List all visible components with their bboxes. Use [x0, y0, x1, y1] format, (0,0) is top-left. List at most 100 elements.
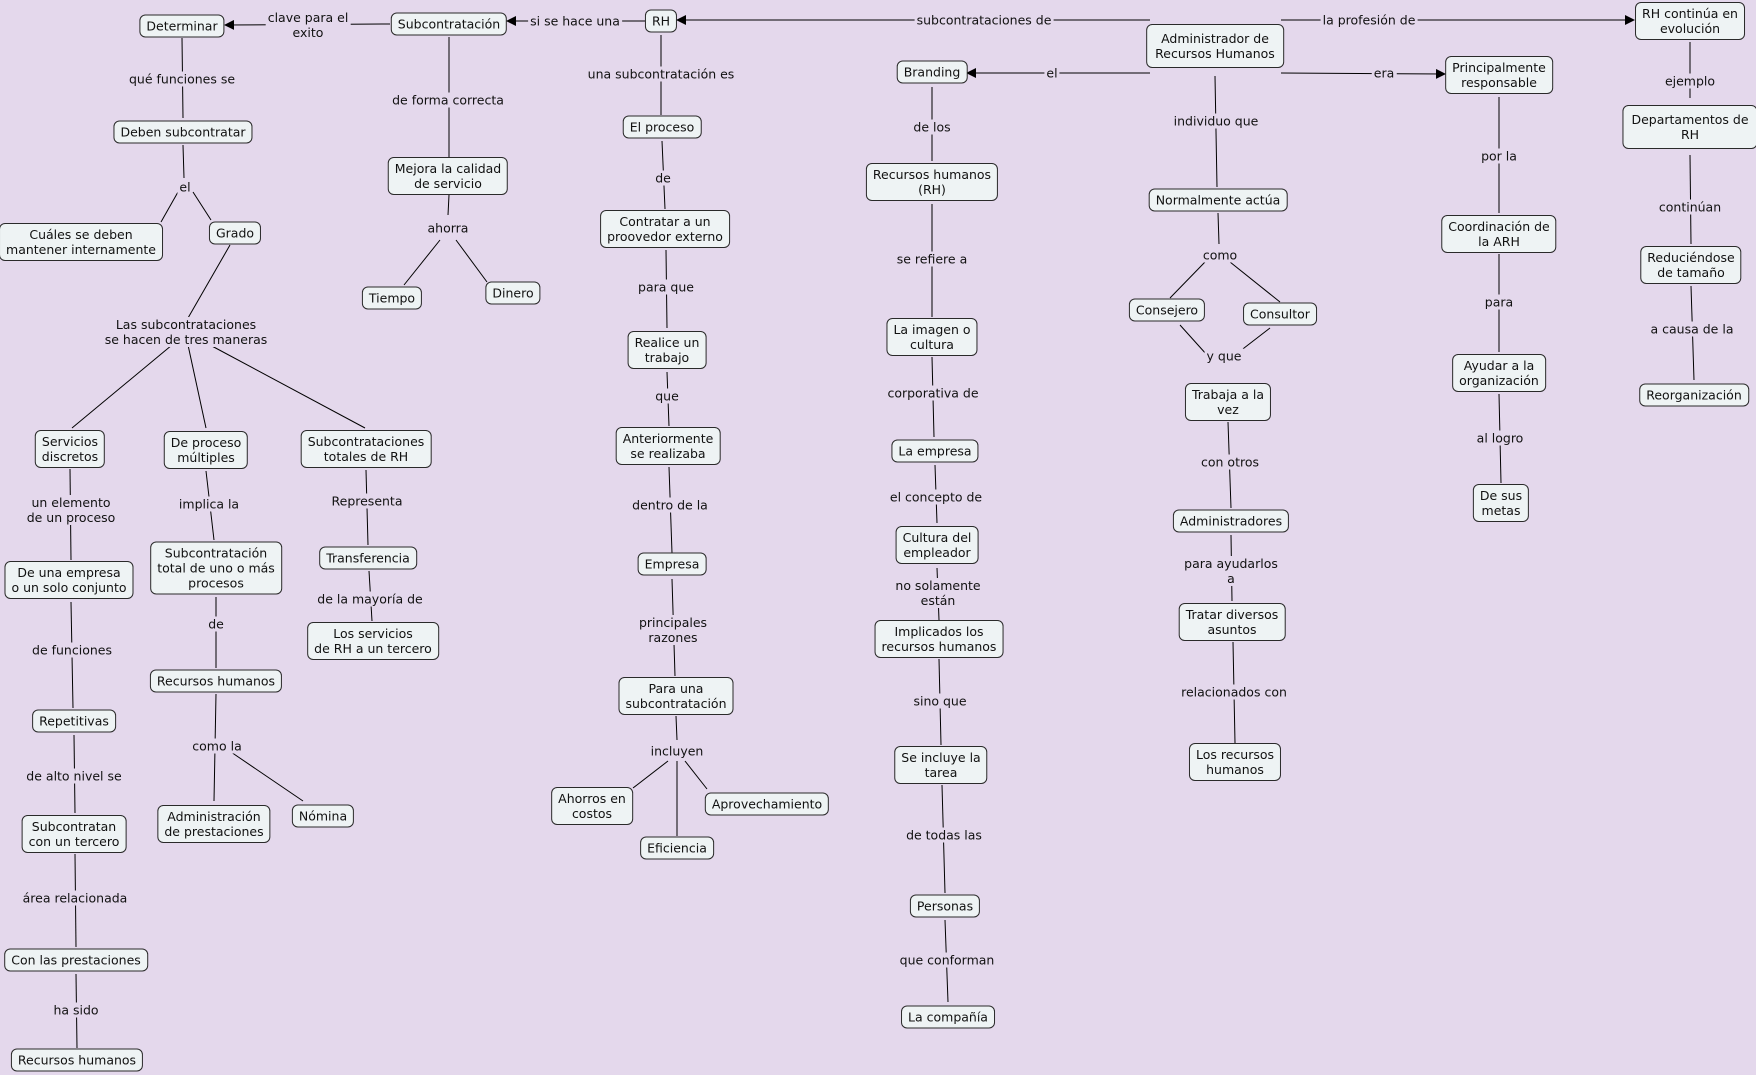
node-tiempo[interactable]: Tiempo — [361, 286, 423, 310]
label-dentro: dentro de la — [630, 497, 710, 513]
label-individuo: individuo que — [1171, 113, 1261, 129]
node-recursos-humanos-mid[interactable]: Recursos humanos — [149, 669, 283, 693]
node-empresa[interactable]: Empresa — [637, 552, 707, 576]
label-corporativa: corporativa de — [885, 385, 981, 401]
node-branding[interactable]: Branding — [896, 60, 968, 84]
node-dinero[interactable]: Dinero — [485, 281, 541, 305]
label-se-refiere: se refiere a — [894, 251, 970, 267]
node-eficiencia[interactable]: Eficiencia — [640, 836, 714, 860]
label-para-que: para que — [636, 279, 696, 295]
label-una-subc-es: una subcontratación es — [585, 66, 737, 82]
node-deben-subcontratar[interactable]: Deben subcontratar — [113, 120, 253, 144]
label-al-logro: al logro — [1474, 430, 1526, 446]
node-normalmente[interactable]: Normalmente actúa — [1148, 188, 1288, 212]
node-determinar[interactable]: Determinar — [139, 14, 225, 38]
label-que-funciones: qué funciones se — [126, 71, 238, 87]
label-y-que: y que — [1204, 348, 1244, 364]
label-el-branding: el — [1044, 65, 1060, 81]
label-de-los: de los — [911, 119, 953, 135]
label-de-funciones: de funciones — [30, 642, 114, 658]
label-para: para — [1482, 294, 1516, 310]
label-de-todas: de todas las — [904, 827, 984, 843]
label-relacionados: relacionados con — [1179, 684, 1289, 700]
label-incluyen: incluyen — [648, 743, 706, 759]
label-ha-sido: ha sido — [51, 1002, 101, 1018]
label-de-la-mayoria: de la mayoría de — [315, 591, 425, 607]
node-la-empresa[interactable]: La empresa — [891, 439, 979, 463]
label-como-1: como — [1200, 247, 1240, 263]
label-como-la: como la — [190, 738, 244, 754]
node-compania[interactable]: La compañía — [901, 1005, 995, 1029]
label-de-alto: de alto nivel se — [24, 768, 124, 784]
node-repetitivas[interactable]: Repetitivas — [32, 709, 116, 733]
label-subcontrataciones-de: subcontrataciones de — [914, 12, 1054, 28]
node-subcontratacion[interactable]: Subcontratación — [390, 12, 508, 36]
label-que-1: que — [653, 388, 681, 404]
label-era: era — [1371, 65, 1397, 81]
node-personas[interactable]: Personas — [909, 894, 981, 918]
node-grado[interactable]: Grado — [208, 221, 262, 245]
node-prestaciones[interactable]: Con las prestaciones — [4, 948, 148, 972]
label-area: área relacionada — [20, 890, 130, 906]
node-recursos-humanos-final[interactable]: Recursos humanos — [10, 1048, 144, 1072]
node-reorganizacion[interactable]: Reorganización — [1639, 383, 1749, 407]
label-representa: Representa — [329, 493, 405, 509]
node-el-proceso[interactable]: El proceso — [622, 115, 702, 139]
label-de-forma: de forma correcta — [390, 92, 506, 108]
label-ejemplo: ejemplo — [1662, 73, 1718, 89]
node-consultor[interactable]: Consultor — [1243, 302, 1317, 326]
node-consejero[interactable]: Consejero — [1128, 298, 1206, 322]
label-continuan: continúan — [1656, 199, 1724, 215]
node-rh[interactable]: RH — [644, 9, 678, 33]
node-transferencia[interactable]: Transferencia — [319, 546, 417, 570]
label-sino-que: sino que — [911, 693, 969, 709]
node-administradores[interactable]: Administradores — [1172, 509, 1290, 533]
node-aprovechamiento[interactable]: Aprovechamiento — [704, 792, 830, 816]
label-el-determinar: el — [177, 179, 193, 195]
label-implica: implica la — [176, 496, 242, 512]
label-a-causa: a causa de la — [1648, 321, 1736, 337]
label-la-profesion: la profesión de — [1320, 12, 1418, 28]
label-si-se-hace: si se hace una — [528, 13, 622, 29]
node-nomina[interactable]: Nómina — [291, 804, 355, 828]
label-de-2: de — [206, 616, 226, 632]
label-de-1: de — [653, 170, 673, 186]
node-recursos-humanos-rh[interactable]: Recursos humanos(RH) — [865, 163, 999, 201]
